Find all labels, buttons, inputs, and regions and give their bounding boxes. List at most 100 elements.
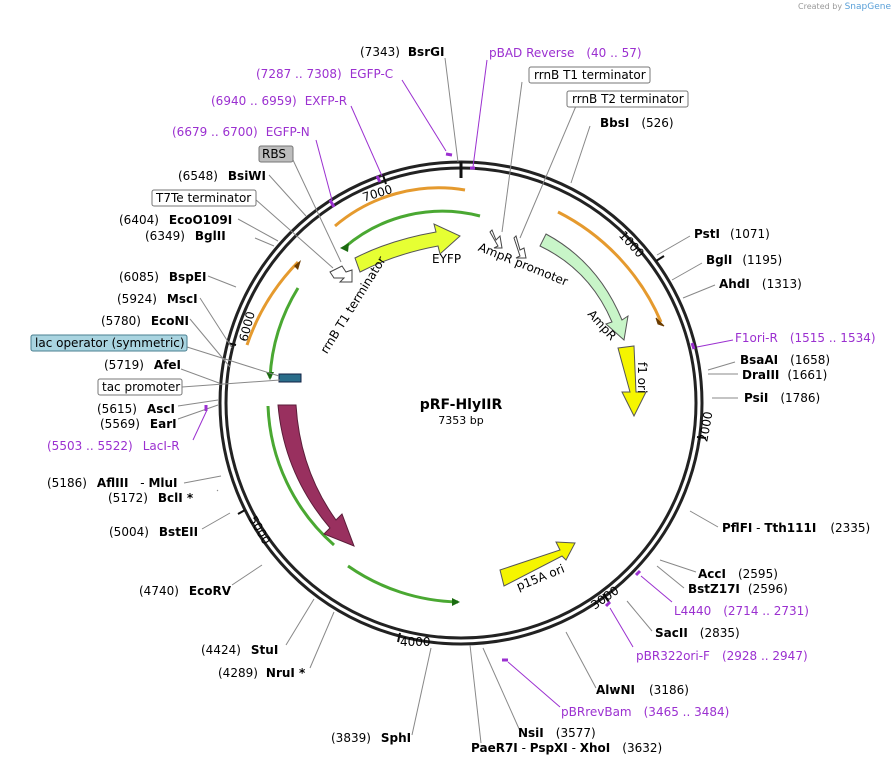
svg-text:F1ori-R(1515 .. 1534): F1ori-R(1515 .. 1534) xyxy=(735,331,876,345)
svg-text:BbsI(526): BbsI(526) xyxy=(600,116,674,130)
site-afliii: (5186)AflIII - MluI xyxy=(47,476,178,490)
plasmid-name: pRF-HlyIIR xyxy=(420,397,503,413)
rrnb-t1-inner-label: rrnB T1 terminator xyxy=(317,254,388,356)
box-rrnb-t1-terminator: rrnB T1 terminator xyxy=(528,66,651,84)
primer-egfp-n: (6679 .. 6700)EGFP-N xyxy=(172,125,310,139)
svg-text:lac operator (symmetric): lac operator (symmetric) xyxy=(35,336,185,350)
site-msci: (5924)MscI xyxy=(117,292,198,306)
svg-text:rrnB T2 terminator: rrnB T2 terminator xyxy=(572,92,684,106)
site-sacii: SacII(2835) xyxy=(655,626,740,640)
svg-text:pBAD Reverse(40 .. 57): pBAD Reverse(40 .. 57) xyxy=(489,46,642,60)
primer-pbrrevbam: pBRrevBam(3465 .. 3484) xyxy=(561,705,729,719)
primer-marks xyxy=(204,152,696,662)
tick-1000: 1000 xyxy=(616,228,665,262)
svg-text:pBR322ori-F(2928 .. 2947): pBR322ori-F(2928 .. 2947) xyxy=(636,649,808,663)
svg-text:(7287 .. 7308)EGFP-C: (7287 .. 7308)EGFP-C xyxy=(256,67,393,81)
svg-text:(5780)EcoNI: (5780)EcoNI xyxy=(101,314,189,328)
site-bspei: (6085)BspEI xyxy=(119,270,206,284)
svg-text:5000: 5000 xyxy=(246,513,273,546)
site-pflfi: PflFI - Tth111I(2335) xyxy=(722,521,870,535)
svg-text:BglI(1195): BglI(1195) xyxy=(706,253,782,267)
p15aori-feature xyxy=(499,541,576,587)
primer-pbad-reverse: pBAD Reverse(40 .. 57) xyxy=(489,46,642,60)
site-nrui: (4289)NruI * xyxy=(218,666,306,680)
lac-operator-feature xyxy=(278,373,302,383)
svg-text:RBS: RBS xyxy=(262,147,286,161)
orf-arc-left xyxy=(245,260,300,346)
primer-l4440: L4440(2714 .. 2731) xyxy=(674,604,809,618)
site-asci: (5615)AscI xyxy=(97,402,175,416)
box-lac-operator: lac operator (symmetric) xyxy=(30,334,188,352)
svg-text:T7Te terminator: T7Te terminator xyxy=(155,191,251,205)
orf-arc-top xyxy=(334,186,466,228)
box-t7te-terminator: T7Te terminator xyxy=(151,189,257,207)
green-arc-left xyxy=(268,287,300,379)
svg-text:AhdI(1313): AhdI(1313) xyxy=(719,277,802,291)
svg-text:rrnB T1 terminator: rrnB T1 terminator xyxy=(534,68,646,82)
eyfp-feature xyxy=(354,223,461,273)
svg-text:(6349)BglII: (6349)BglII xyxy=(145,229,226,243)
site-bgli: BglI(1195) xyxy=(706,253,782,267)
green-arc-bottom-head xyxy=(452,598,460,606)
eyfp-label: EYFP xyxy=(432,252,461,266)
primer-laci-r: (5503 .. 5522)LacI-R xyxy=(47,439,180,453)
tick-4000: 4000 xyxy=(397,632,431,649)
plasmid-size: 7353 bp xyxy=(438,414,483,427)
svg-text:(4424)StuI: (4424)StuI xyxy=(201,643,278,657)
green-arc-bottom xyxy=(347,564,459,604)
svg-text:PstI(1071): PstI(1071) xyxy=(694,227,770,241)
leader-lines xyxy=(177,57,738,744)
svg-text:2000: 2000 xyxy=(696,410,715,443)
svg-text:(3839)SphI: (3839)SphI xyxy=(331,731,411,745)
primer-exfp-r: (6940 .. 6959)EXFP-R xyxy=(211,94,347,108)
site-eari: (5569)EarI xyxy=(100,417,177,431)
svg-text:(5569)EarI: (5569)EarI xyxy=(100,417,177,431)
rrnb-t1-inner-feature xyxy=(329,265,353,283)
svg-text:(7343)BsrGI: (7343)BsrGI xyxy=(360,45,444,59)
site-bsrgi: (7343)BsrGI xyxy=(360,45,444,59)
site-bsiwi: (6548)BsiWI xyxy=(178,169,266,183)
site-sphi: (3839)SphI xyxy=(331,731,411,745)
svg-text:DraIII(1661): DraIII(1661) xyxy=(742,368,827,382)
orf-arc-right-head xyxy=(655,317,665,327)
ampr-promoter-feature-2 xyxy=(513,235,527,259)
site-bsteii: (5004)BstEII xyxy=(109,525,198,539)
box-tac-promoter: tac promoter xyxy=(97,378,183,396)
svg-text:(4289)NruI *: (4289)NruI * xyxy=(218,666,306,680)
site-bstz17i: BstZ17I(2596) xyxy=(688,582,788,596)
svg-text:BstZ17I(2596): BstZ17I(2596) xyxy=(688,582,788,596)
site-bsaai: BsaAI(1658) xyxy=(740,353,830,367)
site-draiii: DraIII(1661) xyxy=(742,368,827,382)
green-arc-bottom-left xyxy=(266,405,335,547)
site-stui: (4424)StuI xyxy=(201,643,278,657)
site-ecoo109i: (6404)EcoO109I xyxy=(119,213,232,227)
snapgene-logo: SnapGene xyxy=(844,2,891,12)
orf-arc-right xyxy=(557,210,663,323)
site-bglii: (6349)BglII xyxy=(145,229,226,243)
svg-text:(6404)EcoO109I: (6404)EcoO109I xyxy=(119,213,232,227)
svg-text:(5004)BstEII: (5004)BstEII xyxy=(109,525,198,539)
svg-text:(5924)MscI: (5924)MscI xyxy=(117,292,198,306)
site-econi: (5780)EcoNI xyxy=(101,314,189,328)
svg-text:4000: 4000 xyxy=(400,635,431,649)
site-psti: PstI(1071) xyxy=(694,227,770,241)
svg-text:tac promoter: tac promoter xyxy=(102,380,180,394)
site-paer7i: PaeR7I - PspXI - XhoI(3632) xyxy=(471,741,662,755)
green-arc-top xyxy=(344,209,481,249)
svg-text:AlwNI(3186): AlwNI(3186) xyxy=(596,683,689,697)
f1ori-feature xyxy=(617,345,647,418)
box-rrnb-t2-terminator: rrnB T2 terminator xyxy=(566,90,689,108)
svg-text:(6548)BsiWI: (6548)BsiWI xyxy=(178,169,266,183)
primer-egfp-c: (7287 .. 7308)EGFP-C xyxy=(256,67,393,81)
f1ori-label: f1 ori xyxy=(635,362,649,393)
svg-text:PsiI(1786): PsiI(1786) xyxy=(744,391,820,405)
credit-prefix: Created by xyxy=(798,2,843,11)
svg-text:(5172)BclI *: (5172)BclI * xyxy=(108,491,194,505)
svg-text:(5615)AscI: (5615)AscI xyxy=(97,402,175,416)
site-afei: (5719)AfeI xyxy=(104,358,181,372)
svg-text:(5503 .. 5522)LacI-R: (5503 .. 5522)LacI-R xyxy=(47,439,180,453)
svg-text:(6940 .. 6959)EXFP-R: (6940 .. 6959)EXFP-R xyxy=(211,94,347,108)
site-bbsi: BbsI(526) xyxy=(600,116,674,130)
site-ahdi: AhdI(1313) xyxy=(719,277,802,291)
svg-text:pBRrevBam(3465 .. 3484): pBRrevBam(3465 .. 3484) xyxy=(561,705,729,719)
